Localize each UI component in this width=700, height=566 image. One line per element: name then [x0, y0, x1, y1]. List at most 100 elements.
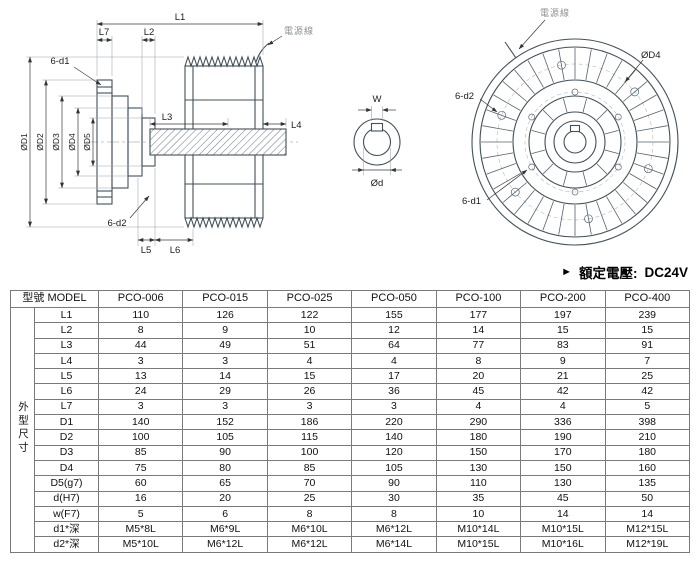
param-cell: d(H7): [34, 490, 99, 507]
value-cell: M12*15L: [604, 521, 691, 538]
param-cell: L6: [34, 383, 99, 400]
value-cell: 14: [520, 505, 606, 523]
value-cell: 290: [435, 414, 522, 431]
param-cell: L7: [34, 398, 99, 416]
value-cell: M12*19L: [604, 536, 691, 553]
param-cell: L1: [34, 306, 99, 324]
value-cell: 25: [604, 368, 691, 385]
value-cell: 186: [266, 414, 353, 431]
dim-label-l7: L7: [99, 27, 110, 38]
gear-teeth-bottom: [184, 216, 264, 229]
value-cell: M6*9L: [182, 521, 268, 538]
value-cell: 65: [182, 475, 268, 492]
value-cell: 115: [266, 429, 353, 446]
value-cell: 7: [604, 352, 691, 370]
value-cell: 120: [351, 444, 437, 461]
value-cell: M6*10L: [266, 521, 353, 538]
value-cell: 90: [351, 475, 437, 492]
value-cell: 140: [97, 414, 184, 431]
param-cell: L5: [34, 368, 99, 385]
holes-label-6d1: 6-d1: [50, 56, 69, 67]
model-column-header: PCO-025: [266, 290, 353, 308]
bolt-circle-d2: [496, 63, 654, 221]
value-cell: 122: [266, 306, 353, 324]
spec-table: 型號 MODEL PCO-006 PCO-015 PCO-025 PCO-050…: [10, 290, 691, 553]
value-cell: 10: [266, 322, 353, 339]
param-cell: D1: [34, 414, 99, 431]
value-cell: 83: [520, 337, 606, 354]
holes-label-6d2: 6-d2: [107, 218, 126, 229]
param-cell: d2*深: [34, 536, 99, 553]
value-cell: 8: [97, 322, 184, 339]
shaft-section-drawing: W Ød: [352, 94, 402, 189]
value-cell: M6*12L: [266, 536, 353, 553]
gear-teeth-top: [184, 55, 264, 68]
bolt-circle-d1: [524, 91, 626, 193]
value-cell: 8: [266, 505, 353, 523]
power-wire-line: [255, 42, 270, 63]
rated-voltage-note: ► 額定電壓: DC24V: [561, 262, 688, 282]
value-cell: 50: [604, 490, 691, 507]
value-cell: 197: [520, 306, 606, 324]
value-cell: M6*12L: [182, 536, 268, 553]
value-cell: 49: [182, 337, 268, 354]
value-cell: 210: [604, 429, 691, 446]
value-cell: 12: [351, 322, 437, 339]
dim-label-od3: ØD3: [51, 133, 61, 151]
holes-label-6d1-front: 6-d1: [462, 196, 481, 207]
front-view-fins: [481, 48, 669, 236]
value-cell: 91: [604, 337, 691, 354]
param-cell: L2: [34, 322, 99, 339]
header-row: 型號 MODEL PCO-006 PCO-015 PCO-025 PCO-050…: [10, 290, 691, 308]
model-column-header: PCO-050: [351, 290, 437, 308]
value-cell: 29: [182, 383, 268, 400]
param-cell: d1*深: [34, 521, 99, 538]
value-cell: 14: [435, 322, 522, 339]
dim-label-l4: L4: [291, 120, 302, 131]
dim-label-od2: ØD2: [35, 133, 45, 151]
value-cell: 3: [182, 352, 268, 370]
dim-label-od4: ØD4: [67, 133, 77, 151]
value-cell: 13: [97, 368, 184, 385]
value-cell: 220: [351, 414, 437, 431]
value-cell: 100: [97, 429, 184, 446]
value-cell: 4: [351, 352, 437, 370]
value-cell: 45: [520, 490, 606, 507]
value-cell: 336: [520, 414, 606, 431]
value-cell: 110: [435, 475, 522, 492]
value-cell: 42: [604, 383, 691, 400]
value-cell: 190: [520, 429, 606, 446]
value-cell: 26: [266, 383, 353, 400]
value-cell: 239: [604, 306, 691, 324]
value-cell: 3: [97, 398, 184, 416]
value-cell: 152: [182, 414, 268, 431]
side-view-dimensions: L1 L7 L2 6-d1 ØD1 ØD2 ØD3 ØD4 ØD5 L3 L4 …: [19, 12, 314, 256]
power-wire-label: 電源線: [284, 25, 314, 36]
value-cell: 90: [182, 444, 268, 461]
shaft: [149, 128, 287, 156]
value-cell: 150: [435, 444, 522, 461]
value-cell: 20: [182, 490, 268, 507]
front-view-leaders: [479, 19, 644, 201]
dim-label-l6: L6: [170, 245, 181, 256]
value-cell: M10*15L: [520, 521, 606, 538]
value-cell: 177: [435, 306, 522, 324]
value-cell: 105: [182, 429, 268, 446]
value-cell: 105: [351, 459, 437, 477]
value-cell: 180: [435, 429, 522, 446]
front-view-holes: [497, 60, 653, 224]
param-cell: w(F7): [34, 505, 99, 523]
value-cell: 4: [266, 352, 353, 370]
value-cell: 25: [266, 490, 353, 507]
side-view-drawing: L1 L7 L2 6-d1 ØD1 ØD2 ØD3 ØD4 ØD5 L3 L4 …: [19, 12, 314, 256]
dim-label-od: Ød: [371, 178, 384, 189]
